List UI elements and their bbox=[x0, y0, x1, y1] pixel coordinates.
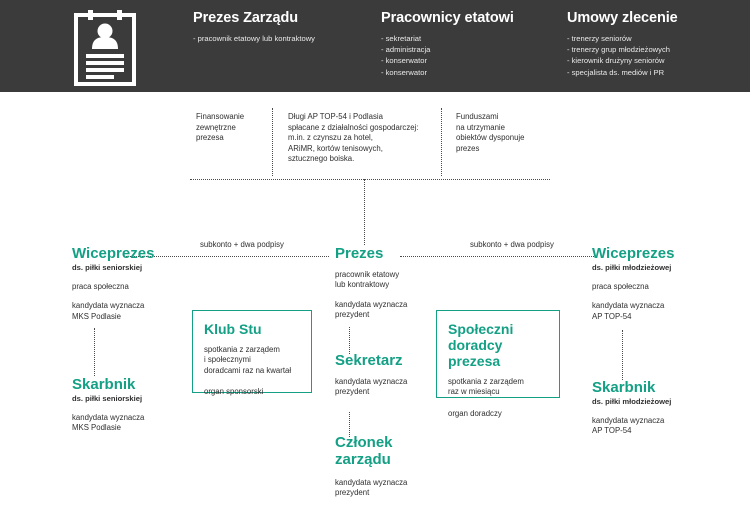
divider-dotted-right bbox=[441, 108, 442, 176]
header-item: - konserwator bbox=[381, 67, 428, 77]
node-title: Prezes bbox=[335, 245, 384, 262]
header-column-prezes: Prezes Zarządu - pracownik etatowy lub k… bbox=[193, 10, 315, 44]
box-footer: organ doradczy bbox=[448, 408, 502, 418]
connector-finance-to-prezes bbox=[364, 179, 365, 245]
node-title: Sekretarz bbox=[335, 352, 403, 369]
connector-label-left-account: subkonto + dwa podpisy bbox=[200, 240, 284, 249]
header-item: - konserwator bbox=[381, 56, 428, 66]
node-title: Członek zarządu bbox=[335, 434, 393, 468]
header-item: - specjalista ds. mediów i PR bbox=[567, 67, 665, 77]
header-title-umowy: Umowy zlecenie bbox=[567, 10, 678, 26]
connector-prezes-to-sekretarz bbox=[349, 327, 350, 354]
box-title: Klub Stu bbox=[204, 321, 262, 337]
node-title: Wiceprezes bbox=[592, 245, 675, 262]
header-item: - administracja bbox=[381, 45, 431, 55]
node-note-2: kandydata wyznacza prezydent bbox=[335, 299, 408, 320]
node-subtitle: ds. piłki seniorskiej bbox=[72, 394, 143, 403]
header-item: - kierownik drużyny seniorów bbox=[567, 56, 665, 66]
connector-finance-horizontal bbox=[190, 179, 550, 180]
node-wiceprezes-mlodziezowa: Wiceprezes ds. piłki młodzieżowej praca … bbox=[592, 245, 722, 322]
node-subtitle: ds. piłki młodzieżowej bbox=[592, 397, 672, 406]
header-title-pracownicy: Pracownicy etatowi bbox=[381, 10, 514, 26]
box-body: spotkania z zarządem raz w miesiącu bbox=[448, 377, 524, 397]
node-sekretarz: Sekretarz kandydata wyznacza prezydent bbox=[335, 352, 445, 398]
box-footer: organ sponsorski bbox=[204, 387, 264, 397]
connector-sekretarz-to-czlonek bbox=[349, 412, 350, 437]
header-item: - pracownik etatowy lub kontraktowy bbox=[193, 34, 315, 43]
header-column-pracownicy: Pracownicy etatowi - sekretariat - admin… bbox=[381, 10, 514, 78]
connector-wiceprezes-to-skarbnik-right bbox=[622, 330, 623, 380]
info-financing-external: Finansowanie zewnętrzne prezesa bbox=[196, 112, 245, 143]
info-funds: Funduszami na utrzymanie obiektów dyspon… bbox=[456, 112, 525, 153]
node-note-1: praca społeczna bbox=[72, 282, 129, 291]
header-item: - trenerzy grup młodzieżowych bbox=[567, 45, 670, 55]
divider-dotted-left bbox=[272, 108, 273, 176]
node-skarbnik-mlodziezowa: Skarbnik ds. piłki młodzieżowej kandydat… bbox=[592, 379, 722, 437]
node-note-1: kandydata wyznacza MKS Podlasie bbox=[72, 413, 145, 433]
node-title: Wiceprezes bbox=[72, 245, 155, 262]
header-item: - trenerzy seniorów bbox=[567, 34, 632, 43]
node-note-1: pracownik etatowy lub kontraktowy bbox=[335, 270, 400, 290]
box-spoleczni-doradcy[interactable]: Społeczni doradcy prezesa spotkania z za… bbox=[436, 310, 560, 418]
node-note-1: kandydata wyznacza prezydent bbox=[335, 377, 408, 397]
box-title: Społeczni doradcy prezesa bbox=[448, 321, 514, 369]
node-skarbnik-seniorska: Skarbnik ds. piłki seniorskiej kandydata… bbox=[72, 376, 187, 434]
node-note-2: kandydata wyznacza AP TOP-54 bbox=[592, 301, 665, 321]
box-klub-stu[interactable]: Klub Stu spotkania z zarządem i społeczn… bbox=[192, 310, 312, 396]
header-title-prezes: Prezes Zarządu bbox=[193, 10, 298, 26]
node-subtitle: ds. piłki młodzieżowej bbox=[592, 263, 672, 272]
node-note-1: praca społeczna bbox=[592, 282, 649, 291]
node-note-2: kandydata wyznacza MKS Podlasie bbox=[72, 301, 145, 321]
header-item: - sekretariat bbox=[381, 34, 422, 43]
connector-label-right-account: subkonto + dwa podpisy bbox=[470, 240, 554, 249]
box-body: spotkania z zarządem i społecznymi dorad… bbox=[204, 345, 292, 375]
header-band: Prezes Zarządu - pracownik etatowy lub k… bbox=[0, 0, 750, 92]
clipboard-person-icon bbox=[74, 10, 136, 86]
header-column-umowy: Umowy zlecenie - trenerzy seniorów - tre… bbox=[567, 10, 678, 78]
node-czlonek-zarzadu: Członek zarządu kandydata wyznacza prezy… bbox=[335, 434, 445, 499]
node-prezes: Prezes pracownik etatowy lub kontraktowy… bbox=[335, 245, 445, 321]
node-title: Skarbnik bbox=[72, 376, 136, 393]
connector-left-to-prezes bbox=[124, 256, 329, 257]
node-wiceprezes-seniorska: Wiceprezes ds. piłki seniorskiej praca s… bbox=[72, 245, 187, 322]
node-note-1: kandydata wyznacza prezydent bbox=[335, 478, 408, 498]
node-note-1: kandydata wyznacza AP TOP-54 bbox=[592, 416, 665, 436]
connector-prezes-to-right bbox=[400, 256, 596, 257]
info-debts: Długi AP TOP-54 i Podlasia spłacane z dz… bbox=[288, 112, 419, 164]
node-title: Skarbnik bbox=[592, 379, 656, 396]
connector-wiceprezes-to-skarbnik-left bbox=[94, 328, 95, 376]
node-subtitle: ds. piłki seniorskiej bbox=[72, 263, 143, 272]
